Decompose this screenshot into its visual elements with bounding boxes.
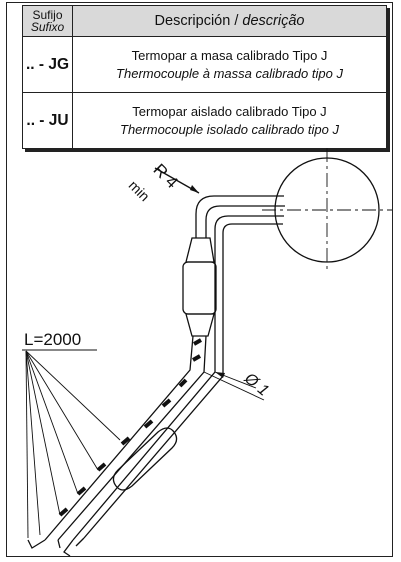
header-description-es: Descripción / bbox=[154, 13, 243, 29]
row-desc-pt: Thermocouple à massa calibrado tipo J bbox=[116, 65, 343, 81]
row-code-ju: .. - JU bbox=[22, 92, 73, 149]
row-code-jg: .. - JG bbox=[22, 36, 73, 93]
table-row: .. - JU Termopar aislado calibrado Tipo … bbox=[22, 92, 387, 149]
header-suffix-pt: Sufixo bbox=[30, 20, 65, 34]
header-description-pt: descrição bbox=[242, 13, 305, 29]
cable-descent bbox=[44, 330, 224, 541]
row-desc-es: Termopar aislado calibrado Tipo J bbox=[132, 103, 327, 119]
header-suffix-es: Sufijo bbox=[32, 8, 63, 22]
row-desc-ju: Termopar aislado calibrado Tipo J Thermo… bbox=[72, 92, 387, 149]
length-label: L=2000 bbox=[24, 330, 82, 349]
table-header-row: Sufijo Sufixo Descripción / descrição bbox=[22, 5, 387, 37]
wire-ends bbox=[27, 537, 85, 557]
row-desc-jg: Termopar a masa calibrado Tipo J Thermoc… bbox=[72, 36, 387, 93]
row-desc-pt: Thermocouple isolado calibrado tipo J bbox=[120, 121, 339, 137]
table-row: .. - JG Termopar a masa calibrado Tipo J… bbox=[22, 36, 387, 93]
dimension-arrows bbox=[190, 185, 225, 378]
drawing-frame bbox=[6, 2, 393, 557]
header-description: Descripción / descrição bbox=[72, 5, 387, 37]
suffix-table: Sufijo Sufixo Descripción / descrição ..… bbox=[22, 5, 387, 149]
row-desc-es: Termopar a masa calibrado Tipo J bbox=[131, 47, 328, 63]
cable-capsule bbox=[112, 427, 178, 491]
sensor-sleeve bbox=[182, 237, 217, 337]
cable-bend bbox=[195, 195, 285, 330]
length-leaders bbox=[22, 349, 121, 539]
pipe-centerlines bbox=[262, 148, 392, 272]
braid-marks bbox=[58, 338, 202, 517]
